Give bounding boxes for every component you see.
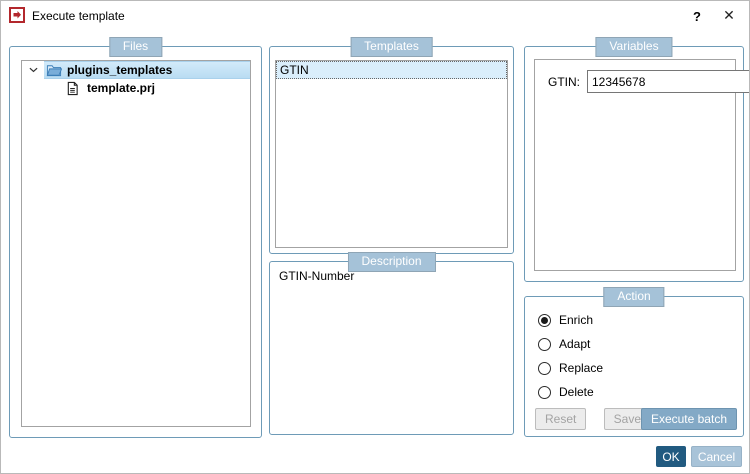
gtin-spinbox[interactable]	[587, 70, 749, 93]
gtin-input[interactable]	[588, 71, 749, 92]
radio-delete-icon[interactable]	[538, 385, 551, 399]
templates-list[interactable]: GTIN	[275, 60, 508, 248]
reset-button[interactable]: Reset	[535, 408, 587, 430]
files-panel-label: Files	[108, 37, 163, 57]
cancel-button[interactable]: Cancel	[691, 446, 742, 467]
app-icon	[9, 7, 25, 23]
tree-row-file[interactable]: template.prj	[22, 79, 250, 97]
radio-replace-icon[interactable]	[538, 361, 551, 375]
description-text: GTIN-Number	[279, 269, 355, 283]
description-panel: Description GTIN-Number	[269, 252, 514, 435]
radio-adapt-icon[interactable]	[538, 337, 551, 351]
action-panel-label: Action	[603, 287, 665, 307]
files-panel: Files plugins_templates	[9, 37, 262, 438]
execute-batch-button[interactable]: Execute batch	[640, 408, 737, 430]
chevron-down-icon[interactable]	[22, 67, 44, 73]
gtin-field-label: GTIN:	[548, 74, 580, 89]
tree-folder-label: plugins_templates	[67, 63, 173, 77]
file-icon	[66, 81, 82, 96]
radio-enrich-label: Enrich	[559, 313, 594, 327]
tree-row-folder-body[interactable]: plugins_templates	[44, 61, 250, 79]
open-folder-icon	[46, 63, 62, 78]
variables-frame: GTIN:	[534, 59, 749, 271]
template-list-item[interactable]: GTIN	[276, 61, 507, 79]
radio-enrich-icon[interactable]	[538, 313, 551, 327]
close-button[interactable]: ✕	[720, 6, 738, 24]
radio-adapt[interactable]: Adapt	[538, 336, 590, 352]
ok-button[interactable]: OK	[656, 446, 686, 467]
variables-panel-label: Variables	[595, 37, 673, 57]
files-tree[interactable]: plugins_templates template.prj	[21, 60, 251, 427]
window-title: Execute template	[32, 9, 125, 23]
titlebar: Execute template ? ✕	[1, 1, 749, 31]
radio-replace-label: Replace	[559, 361, 604, 375]
tree-file-label: template.prj	[87, 81, 156, 95]
radio-delete-label: Delete	[559, 385, 594, 399]
radio-adapt-label: Adapt	[559, 337, 591, 351]
variable-row-gtin: GTIN:	[548, 70, 749, 93]
radio-replace[interactable]: Replace	[538, 360, 603, 376]
tree-row-folder[interactable]: plugins_templates	[22, 61, 250, 79]
templates-panel-label: Templates	[350, 37, 433, 57]
radio-delete[interactable]: Delete	[538, 384, 594, 400]
action-panel: Action Enrich Adapt Replace Delete Reset…	[524, 287, 744, 437]
variables-panel: Variables GTIN:	[524, 37, 749, 282]
description-panel-label: Description	[347, 252, 436, 272]
help-button[interactable]: ?	[689, 7, 705, 25]
radio-enrich[interactable]: Enrich	[538, 312, 593, 328]
templates-panel: Templates GTIN	[269, 37, 514, 254]
